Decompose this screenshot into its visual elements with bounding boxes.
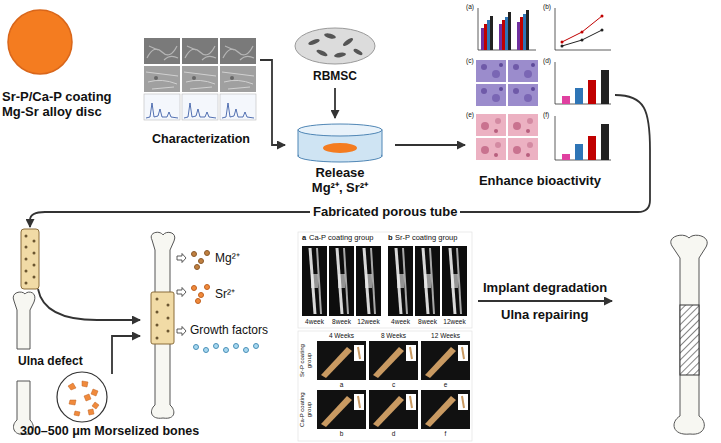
node-text: Sr-P coating group [395,234,471,243]
node-text: 300–500 μm Morselized bones [20,424,215,438]
node-text: b [337,430,347,437]
node-text: 4week [301,318,328,325]
node-text: Release Mg²⁺, Sr²⁺ [300,166,380,196]
flow-arrow [260,60,285,145]
morselized-bone [57,372,107,422]
culture-dish [298,124,382,162]
flow-arrow [112,336,140,374]
node-text: (b) [543,3,557,10]
node-text: Ca-P coating group [309,234,386,243]
node-text: Enhance bioactivity [465,174,615,189]
microct-images [298,331,472,441]
node-text: (d) [543,57,557,64]
culture-dish: Release Mg²⁺, Sr²⁺ [285,118,395,204]
node-text: 8week [414,318,441,325]
node-text: c [389,381,399,388]
node-text: 8week [328,318,355,325]
node-text: e [441,381,451,388]
cell-ellipse [295,28,375,64]
node-text: Ulna defect [18,355,97,369]
node-text: 4 Weeks [317,332,367,339]
node-text: 12 Weeks [421,332,471,339]
bioactivity-charts [476,8,611,160]
xray-panel: aCa-P coating groupbSr-P coating group 4w… [298,232,472,328]
bioactivity-panel: (a) (b) (c) (d) (e) (f) Enhance bioactivity [465,2,615,192]
step-label: Ulna repairing [498,308,591,323]
porous-tube [21,229,39,289]
flow-arrow [97,319,140,321]
flow-arrow [30,95,650,320]
node-text: 8 Weeks [369,332,419,339]
flow-arrow [395,144,465,146]
node-text: 4week [387,318,414,325]
coated-disc [8,10,72,74]
node-text: Characterization [142,132,260,146]
node-text: Sr²⁺ [215,288,260,302]
step-label: Implant degradation [480,281,610,296]
node-text: RBMSC [290,70,380,84]
implanted-ulna: Mg²⁺ Sr²⁺ Growth factors [140,232,280,370]
node-text: (a) [466,3,480,10]
tube-label: Fabricated porous tube [310,205,460,220]
characterization-panel: Characterization [142,38,260,153]
morselized-bone: 300–500 μm Morselized bones [20,374,215,441]
node-text: Growth factors [190,324,280,338]
node-text: Ca-P coating group [299,389,312,429]
ulna-defect: Ulna defect [2,293,97,373]
node-text: d [389,430,399,437]
microct-panel: 4 Weeks8 Weeks12 WeeksSr-P coating group… [298,331,472,441]
cell-culture: RBMSC [290,28,380,88]
node-text: Mg²⁺ [215,252,260,266]
flow-arrow [334,88,336,118]
repaired-ulna [671,235,707,434]
coated-disc: Sr-P/Ca-P coating Mg-Sr alloy disc [2,8,138,133]
node-text: 12week [441,318,468,325]
node-text: 12week [355,318,382,325]
xray-images [298,232,472,328]
node-text: Sr-P/Ca-P coating Mg-Sr alloy disc [2,90,138,120]
node-text: a [302,234,310,243]
node-text: (c) [466,57,480,64]
node-text: a [337,381,347,388]
node-text: (e) [466,111,480,118]
node-text: (f) [543,111,557,118]
node-text: Sr-P coating group [299,340,312,380]
node-text: b [388,234,396,243]
sem-images [144,38,256,120]
node-text: f [441,430,451,437]
